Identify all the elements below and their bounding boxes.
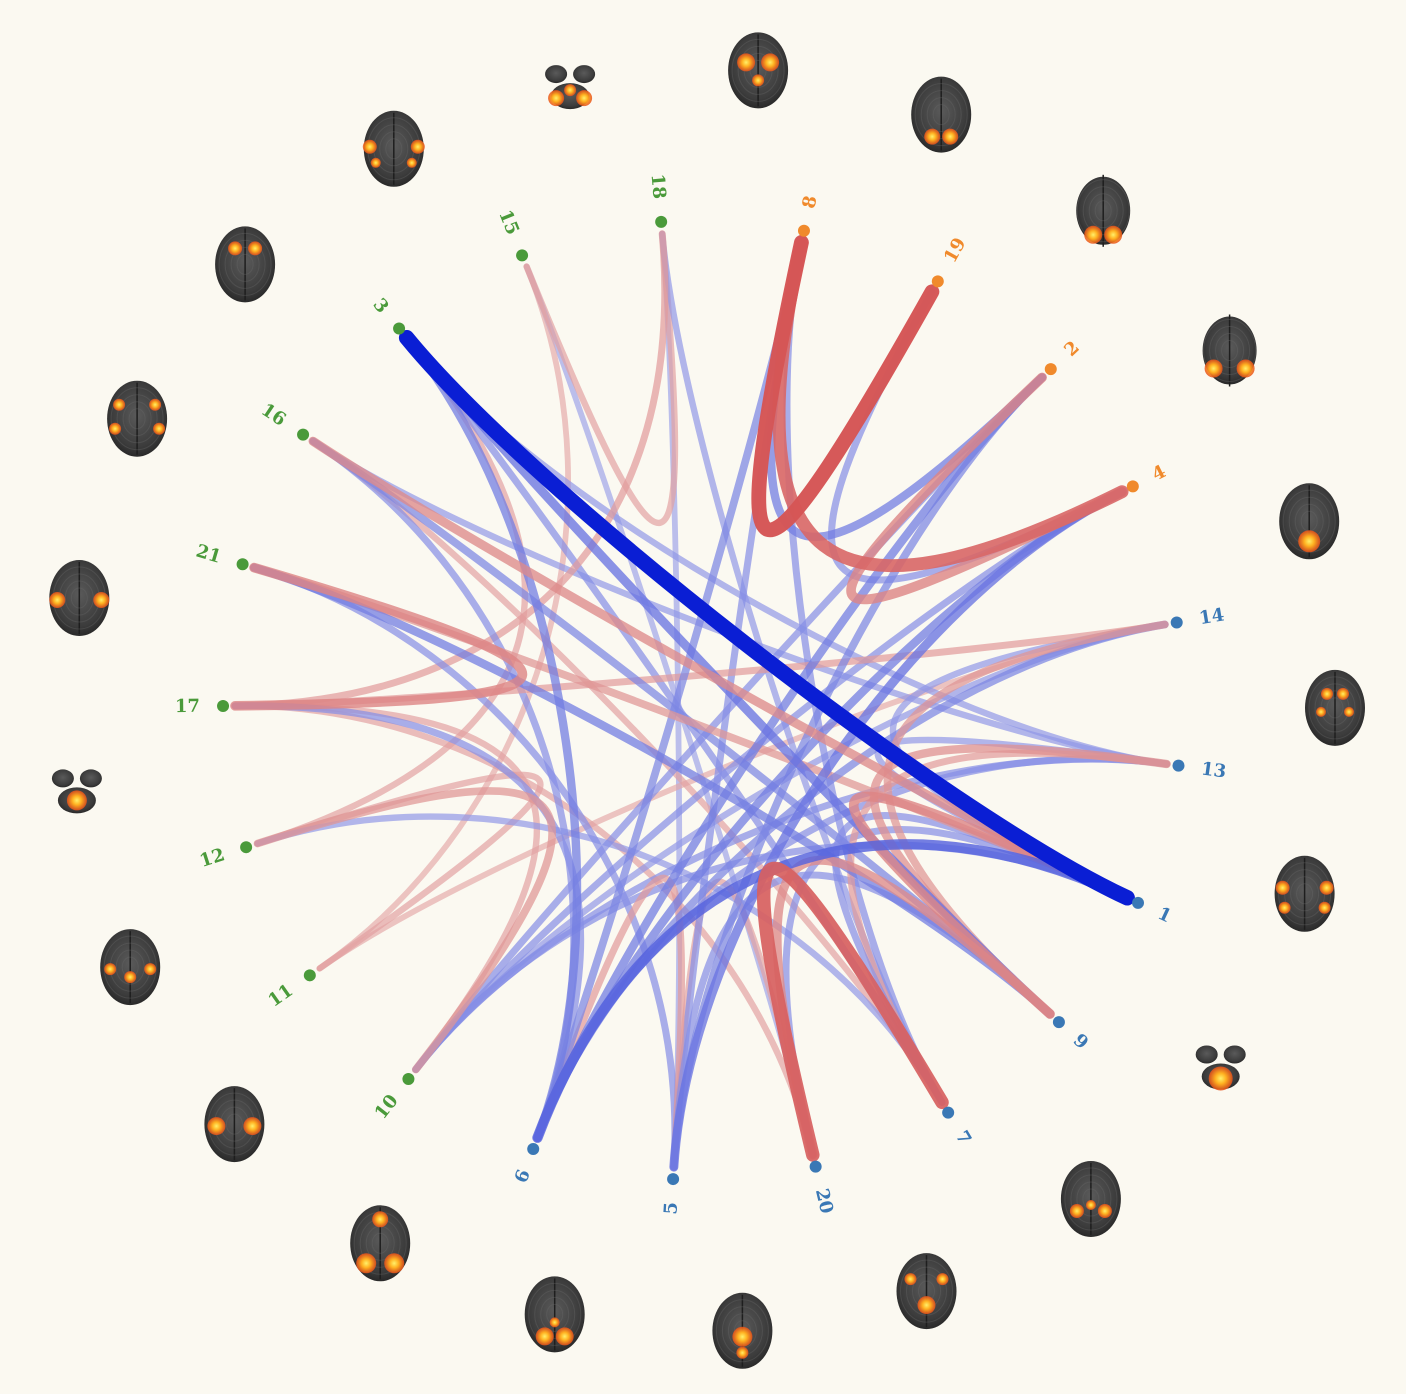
node-dot-7 (942, 1106, 955, 1119)
edge-17-6 (231, 702, 585, 1142)
node-dot-11 (303, 969, 316, 982)
node-dot-18 (655, 215, 668, 228)
brain-thumbnails (49, 32, 1365, 1369)
brain-thumbnail-1 (728, 32, 789, 109)
brain-thumbnail-3 (1076, 174, 1131, 247)
edge-3-6 (402, 333, 582, 1142)
node-dot-21 (236, 558, 249, 571)
node-label-17: 17 (175, 696, 200, 717)
node-label-5: 5 (660, 1201, 682, 1215)
edge-6-5 (533, 874, 686, 1171)
brain-thumbnail-15 (100, 929, 161, 1006)
node-label-20: 20 (811, 1186, 837, 1215)
edge-20-7 (756, 861, 949, 1162)
node-dot-13 (1172, 759, 1185, 772)
node-label-19: 19 (940, 234, 971, 266)
edge-21-17 (230, 562, 528, 711)
brain-thumbnail-5 (1279, 483, 1340, 560)
brain-thumbnail-14 (204, 1086, 265, 1163)
brain-thumbnail-21 (545, 65, 596, 110)
brain-thumbnail-4 (1202, 314, 1257, 387)
node-dot-5 (667, 1173, 680, 1186)
brain-thumbnail-10 (896, 1253, 957, 1330)
edge-4-5 (669, 487, 1127, 1172)
node-label-12: 12 (197, 844, 227, 872)
node-dot-6 (527, 1142, 540, 1155)
edge-8-19 (751, 235, 940, 538)
edge-12-7 (254, 813, 946, 1106)
edge-3-12 (254, 334, 529, 847)
edge-12-10 (253, 787, 556, 1074)
brain-thumbnail-16 (51, 769, 102, 814)
brain-thumbnail-2 (911, 76, 972, 153)
node-label-7: 7 (951, 1127, 975, 1148)
node-label-11: 11 (264, 980, 297, 1012)
brain-thumbnail-11 (712, 1292, 773, 1369)
brain-thumbnail-17 (49, 560, 110, 636)
edge-18-15 (523, 230, 679, 526)
node-label-8: 8 (799, 194, 822, 211)
node-dot-9 (1052, 1016, 1065, 1029)
brain-thumbnail-12 (524, 1276, 585, 1353)
node-dot-20 (809, 1160, 822, 1173)
edge-2-4 (846, 372, 1127, 605)
edge-9-1 (848, 791, 1132, 1019)
node-label-1: 1 (1154, 903, 1174, 927)
node-label-14: 14 (1198, 604, 1226, 629)
edge-15-11 (316, 263, 571, 972)
edge-3-1 (398, 330, 1135, 906)
node-dot-1 (1132, 896, 1145, 909)
node-label-15: 15 (494, 207, 523, 238)
edge-17-20 (231, 702, 817, 1159)
brain-thumbnail-8 (1195, 1045, 1246, 1091)
node-label-16: 16 (257, 399, 289, 430)
node-dot-4 (1126, 480, 1139, 493)
node-dot-15 (516, 249, 529, 262)
node-label-18: 18 (647, 173, 670, 200)
node-dot-12 (240, 841, 253, 854)
node-label-13: 13 (1200, 758, 1228, 782)
node-dot-19 (931, 275, 944, 288)
brain-thumbnail-13 (350, 1205, 411, 1282)
node-label-2: 2 (1060, 337, 1084, 361)
brain-thumbnail-18 (107, 380, 168, 457)
node-label-10: 10 (371, 1091, 403, 1124)
brain-thumbnail-20 (362, 110, 425, 187)
brain-thumbnail-6 (1305, 669, 1365, 746)
node-label-3: 3 (368, 294, 392, 317)
node-dot-8 (797, 224, 810, 237)
brain-thumbnail-19 (215, 226, 276, 303)
edge-4-6 (533, 487, 1127, 1142)
edge-18-17 (231, 230, 669, 710)
node-label-21: 21 (194, 541, 224, 568)
brain-thumbnail-9 (1060, 1161, 1121, 1237)
node-label-6: 6 (511, 1167, 535, 1186)
brain-thumbnail-7 (1274, 855, 1335, 932)
node-label-9: 9 (1069, 1030, 1092, 1054)
connection-edges (230, 230, 1171, 1172)
node-label-4: 4 (1149, 461, 1170, 485)
node-dot-3 (393, 322, 406, 335)
node-dot-17 (217, 699, 230, 712)
node-dot-10 (402, 1072, 415, 1085)
node-dot-2 (1044, 363, 1057, 376)
node-dot-14 (1170, 616, 1183, 629)
node-dot-16 (297, 428, 310, 441)
edge-6-1 (532, 839, 1133, 1143)
